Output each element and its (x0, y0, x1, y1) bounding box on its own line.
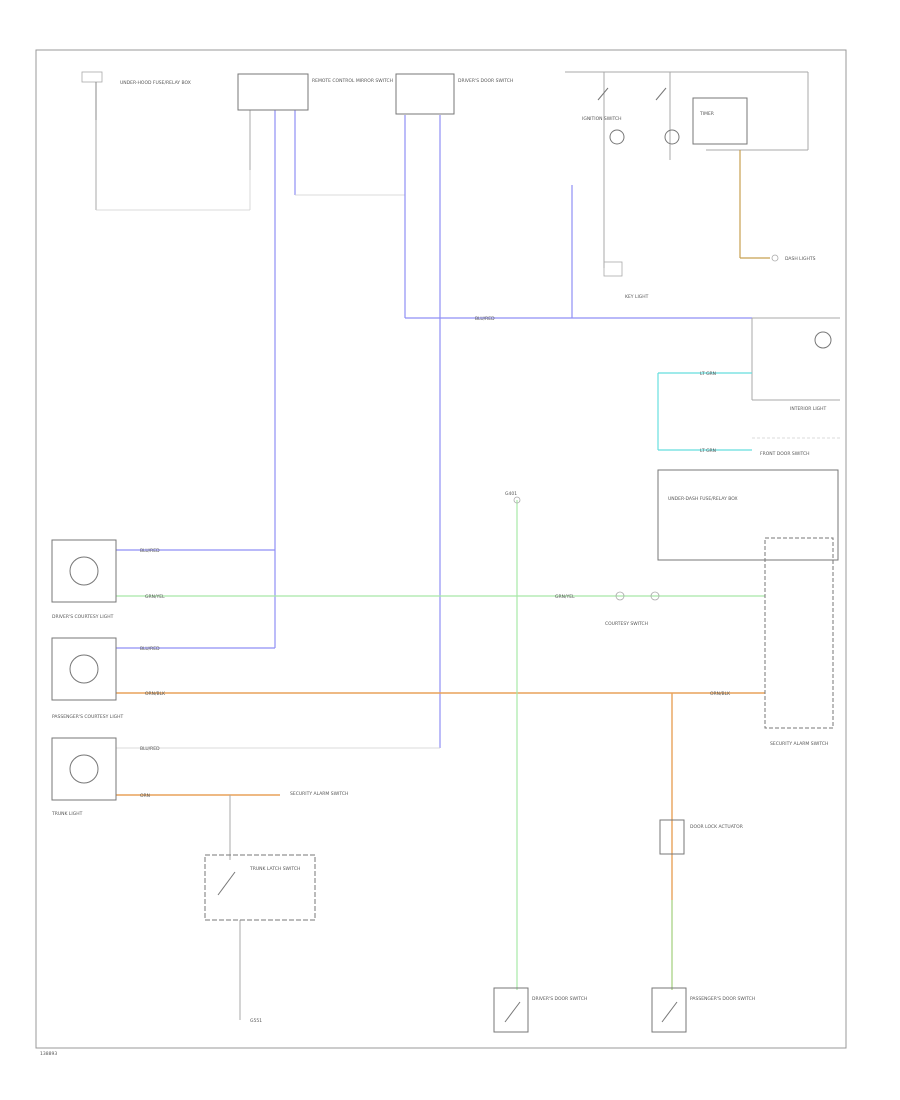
dash-lights: DASH LIGHTS (771, 254, 816, 262)
junction-box: UNDER-DASH FUSE/RELAY BOX (657, 469, 839, 561)
door-lock-actuator: DOOR LOCK ACTUATOR (659, 819, 743, 855)
timer-unit: TIMER (692, 97, 748, 145)
door-switch-label: DRIVER'S DOOR SWITCH (458, 78, 513, 84)
wire-code-blue-2: BLU/RED (140, 646, 160, 652)
courtesy-switch-label: COURTESY SWITCH (605, 621, 648, 627)
diagram-frame (35, 49, 847, 1049)
key-light-label: KEY LIGHT (625, 294, 649, 300)
trunk-switch: TRUNK LATCH SWITCH (204, 854, 316, 921)
courtesy-switch: COURTESY SWITCH (605, 591, 660, 627)
ground-g401: G401 (505, 491, 521, 504)
courtesy-driver-label: DRIVER'S COURTESY LIGHT (52, 614, 114, 620)
junction-box-label: UNDER-DASH FUSE/RELAY BOX (668, 496, 738, 502)
wire-code-green-2: GRN/YEL (555, 594, 575, 600)
mirror-switch-label: REMOTE CONTROL MIRROR SWITCH (312, 78, 393, 84)
interior-light-label: INTERIOR LIGHT (790, 406, 827, 412)
front-door-switch-label: FRONT DOOR SWITCH (760, 451, 810, 457)
security-switch-label: SECURITY ALARM SWITCH (770, 741, 828, 747)
wire-code-cyan-2: LT GRN (700, 448, 716, 454)
fuse-box-label: UNDER-HOOD FUSE/RELAY BOX (120, 80, 191, 86)
wire-code-blue-3: BLU/RED (140, 746, 160, 752)
trunk-light: TRUNK LIGHT (51, 737, 117, 817)
wire-code-green-1: GRN/YEL (145, 594, 165, 600)
security-alarm-trunk-label: SECURITY ALARM SWITCH (290, 791, 348, 797)
driver-door-sw-label: DRIVER'S DOOR SWITCH (532, 996, 587, 1002)
key-light: KEY LIGHT (603, 261, 649, 300)
trunk-switch-label: TRUNK LATCH SWITCH (249, 866, 300, 872)
footer-code: 138893 (40, 1051, 57, 1057)
door-lock-label: DOOR LOCK ACTUATOR (690, 824, 743, 830)
timer-label: TIMER (699, 111, 714, 117)
courtesy-light-passenger: PASSENGER'S COURTESY LIGHT (51, 637, 124, 720)
wire-code-orange-1: ORN/BLK (145, 691, 166, 697)
wire-code-orange-2: ORN/BLK (710, 691, 731, 697)
passenger-door-switch-bottom: PASSENGER'S DOOR SWITCH (651, 987, 755, 1033)
courtesy-passenger-label: PASSENGER'S COURTESY LIGHT (52, 714, 124, 720)
passenger-door-sw-label: PASSENGER'S DOOR SWITCH (690, 996, 755, 1002)
wire-code-blue-1: BLU/RED (140, 548, 160, 554)
wire-code-cyan-1: LT GRN (700, 371, 716, 377)
fuse-box: UNDER-HOOD FUSE/RELAY BOX (81, 71, 191, 120)
ignition-switch-label: IGNITION SWITCH (582, 116, 622, 122)
driver-door-switch-bottom: DRIVER'S DOOR SWITCH (493, 987, 587, 1033)
wire-code-blue-4: BLU/RED (475, 316, 495, 322)
dash-lights-label: DASH LIGHTS (785, 256, 816, 262)
security-unit: SECURITY ALARM SWITCH (764, 537, 834, 747)
trunk-light-label: TRUNK LIGHT (51, 811, 83, 817)
wire-code-orange-3: ORN (140, 793, 150, 799)
ignition-switch: IGNITION SWITCH (582, 87, 680, 145)
wires (95, 71, 840, 1020)
ground-g401-label: G401 (505, 491, 517, 497)
door-switch: DRIVER'S DOOR SWITCH (395, 73, 513, 115)
interior-light: INTERIOR LIGHT (790, 331, 832, 412)
mirror-switch: REMOTE CONTROL MIRROR SWITCH (237, 73, 393, 111)
ground-trunk-label: G551 (250, 1018, 262, 1024)
courtesy-light-driver: DRIVER'S COURTESY LIGHT (51, 539, 117, 620)
